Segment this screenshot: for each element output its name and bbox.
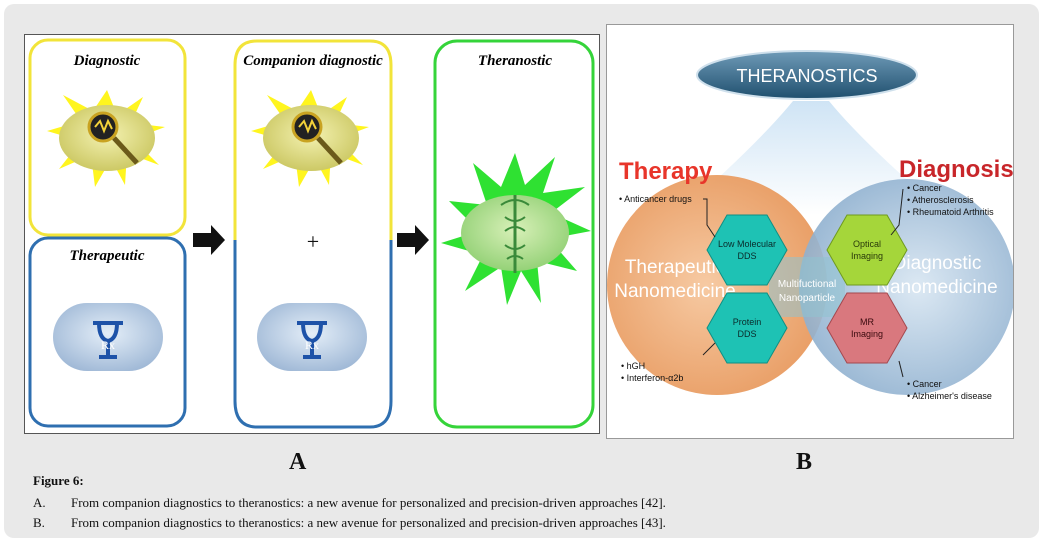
hex-optical-line1: Optical	[853, 239, 881, 249]
theranostic-label: Theranostic	[478, 53, 553, 69]
multifunctional-region	[769, 257, 845, 317]
panel-a: Diagnostic Therapeutic Rx Companion diag…	[24, 34, 600, 434]
panel-b: THERANOSTICS Therapy Diagnosis Therapeut…	[606, 24, 1014, 439]
companion-label: Companion diagnostic	[243, 53, 383, 69]
diagnostic-label: Diagnostic	[73, 53, 141, 69]
caption-mark-a: A.	[33, 495, 46, 510]
connector-anticancer	[703, 198, 716, 238]
therapy-title: Therapy	[619, 158, 713, 185]
connector-protein	[702, 342, 716, 356]
therapeutic-nano-line2: Nanomedicine	[614, 281, 735, 302]
connector-diag-top	[890, 188, 904, 236]
hex-protein-line2: DDS	[737, 329, 756, 339]
multifunctional-line1: Multifuctional	[778, 279, 836, 290]
theranostic-box	[433, 39, 595, 429]
multifunctional-line2: Nanoparticle	[779, 293, 836, 304]
diag-bottom-item-1: • Cancer	[907, 379, 942, 389]
therapeutic-pill	[53, 303, 163, 371]
diag-top-item-2: • Atherosclerosis	[907, 195, 974, 205]
diag-bottom-item-2: • Alzheimer's disease	[907, 391, 992, 401]
caduceus-snakes	[500, 199, 530, 260]
therapy-item-interferon: • Interferon-α2b	[621, 373, 683, 383]
companion-rx-symbol: Rx	[305, 338, 319, 352]
companion-pill-therapeutic	[257, 303, 367, 371]
caption-item-a: A. From companion diagnostics to therano…	[33, 493, 1013, 513]
hex-low-molecular-line1: Low Molecular	[718, 239, 776, 249]
companion-magnifier-handle	[316, 136, 343, 165]
mortar-pestle-icon	[93, 321, 123, 359]
hex-optical	[826, 214, 908, 286]
hex-mr	[826, 292, 908, 364]
banner-text: THERANOSTICS	[736, 66, 877, 86]
hex-protein-line1: Protein	[733, 317, 762, 327]
companion-waveform-icon	[298, 118, 317, 134]
rx-symbol: Rx	[101, 338, 115, 352]
therapeutic-label: Therapeutic	[70, 248, 145, 264]
hex-low-molecular-line2: DDS	[737, 251, 756, 261]
companion-box-bottom	[233, 240, 393, 429]
therapeutic-nano-line1: Therapeutic	[625, 257, 725, 278]
caption-item-b: B. From companion diagnostics to therano…	[33, 513, 1013, 533]
therapy-item-hgh: • hGH	[621, 361, 645, 371]
hex-protein	[706, 292, 788, 364]
arrow-right-icon	[193, 225, 225, 255]
magnifier-handle	[112, 136, 139, 165]
panel-b-diagram: THERANOSTICS Therapy Diagnosis Therapeut…	[607, 50, 1013, 401]
figure-caption: Figure 6: A. From companion diagnostics …	[33, 473, 1013, 533]
panel-a-diagram: Diagnostic Therapeutic Rx Companion diag…	[28, 38, 595, 429]
therapy-item-anticancer: • Anticancer drugs	[619, 194, 692, 204]
hex-optical-line2: Imaging	[851, 251, 883, 261]
diag-top-item-1: • Cancer	[907, 183, 942, 193]
caption-text-a: From companion diagnostics to theranosti…	[71, 495, 666, 510]
figure-title: Figure 6:	[33, 473, 84, 488]
diagnostic-nano-line2: Nanomedicine	[876, 277, 997, 298]
plus-sign: +	[307, 229, 319, 254]
waveform-icon	[94, 118, 113, 134]
hex-mr-line2: Imaging	[851, 329, 883, 339]
caption-text-b: From companion diagnostics to theranosti…	[71, 515, 666, 530]
companion-box-top	[233, 39, 393, 240]
diagnosis-title: Diagnosis	[899, 156, 1013, 183]
connector-diag-bottom	[898, 360, 904, 378]
diagnostic-box	[28, 38, 187, 237]
theranostics-banner	[696, 50, 918, 100]
diag-top-item-3: • Rheumatoid Arthritis	[907, 207, 994, 217]
diagnostic-nano-line1: Diagnostic	[893, 253, 982, 274]
hex-low-molecular	[706, 214, 788, 286]
companion-mortar-icon	[297, 321, 327, 359]
caption-mark-b: B.	[33, 515, 45, 530]
panel-letter-a: A	[289, 449, 307, 475]
panel-letter-b: B	[796, 449, 813, 475]
arrow-right-icon-2	[397, 225, 429, 255]
therapeutic-box	[28, 236, 187, 428]
hex-mr-line1: MR	[860, 317, 874, 327]
